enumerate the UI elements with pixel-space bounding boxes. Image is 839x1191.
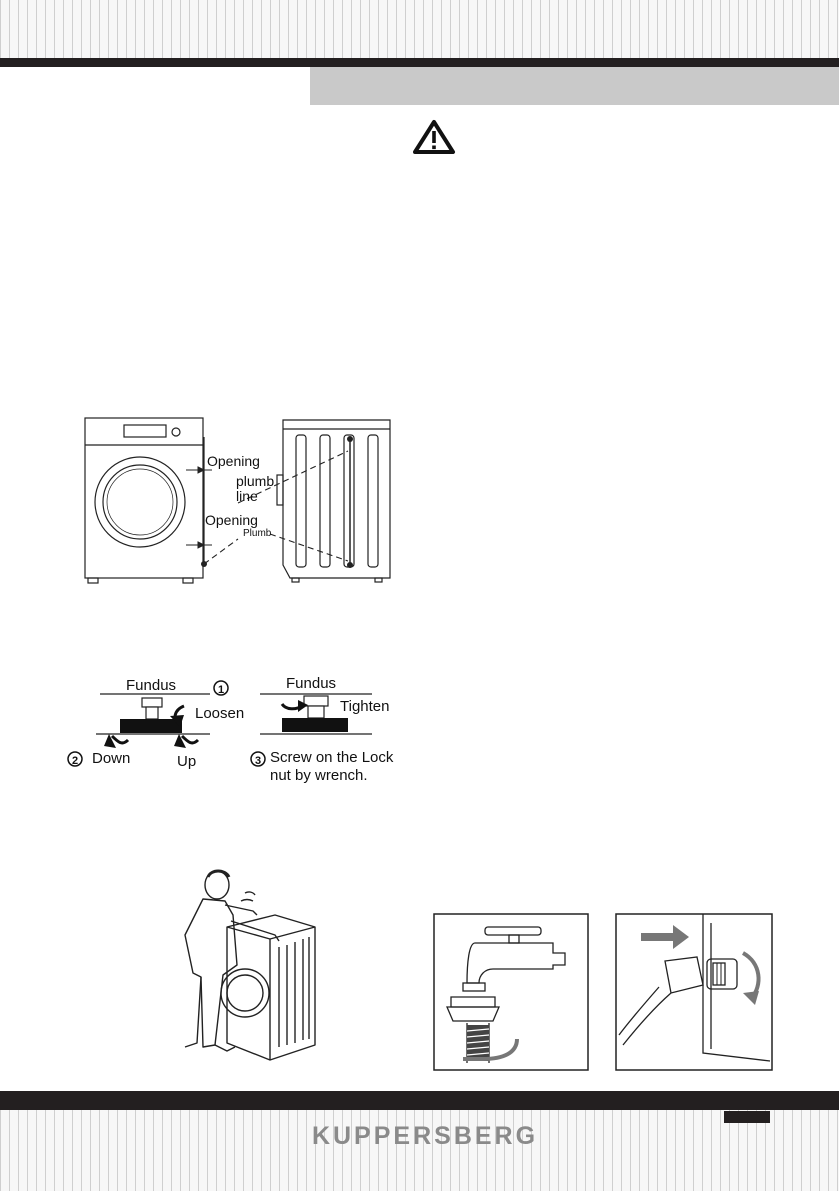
top-stripe-band xyxy=(0,0,839,58)
washer-side-view xyxy=(276,419,391,583)
step-1-marker xyxy=(213,680,229,696)
label-opening-top: Opening xyxy=(207,453,260,469)
label-line: line xyxy=(236,488,258,504)
label-plumb-small: Plumb xyxy=(243,528,272,539)
top-black-bar xyxy=(0,58,839,67)
plumb-line-figure: Opening plumb line Opening Plumb xyxy=(84,417,391,584)
tap-hose-illustration xyxy=(433,913,589,1071)
svg-text:2: 2 xyxy=(72,755,78,767)
step-2-marker xyxy=(67,751,83,767)
label-fundus-right: Fundus xyxy=(286,675,336,692)
leveling-feet-figure: Fundus 1 Loosen 2 Down Up Fundus Tighten… xyxy=(67,675,394,784)
label-up: Up xyxy=(177,753,196,770)
page-number-tab xyxy=(724,1111,770,1123)
washer-front-view xyxy=(84,417,204,584)
up-arrow-icon xyxy=(180,734,200,745)
brand-logo: KUPPERSBERG xyxy=(311,1122,539,1150)
label-step3-line2: nut by wrench. xyxy=(270,767,368,784)
label-step3-line1: Screw on the Lock xyxy=(270,749,394,766)
push-arrow-icon xyxy=(641,925,689,949)
person-moving-washer-illustration xyxy=(184,869,316,1061)
label-down: Down xyxy=(92,750,130,767)
svg-text:3: 3 xyxy=(255,755,261,767)
step-3-marker xyxy=(250,751,266,767)
label-opening-bottom: Opening xyxy=(205,512,258,528)
section-header-bar xyxy=(310,67,839,105)
warning-triangle-icon xyxy=(413,120,455,154)
svg-text:1: 1 xyxy=(218,684,224,696)
label-fundus-left: Fundus xyxy=(126,677,176,694)
rotate-arrow-icon xyxy=(463,1038,519,1061)
label-plumb: plumb xyxy=(236,473,274,489)
down-arrow-icon xyxy=(110,734,130,745)
inlet-valve-illustration xyxy=(615,913,773,1071)
bottom-black-bar xyxy=(0,1091,839,1111)
label-loosen: Loosen xyxy=(195,705,244,722)
label-tighten: Tighten xyxy=(340,698,389,715)
bottom-stripe-band xyxy=(0,1110,839,1191)
